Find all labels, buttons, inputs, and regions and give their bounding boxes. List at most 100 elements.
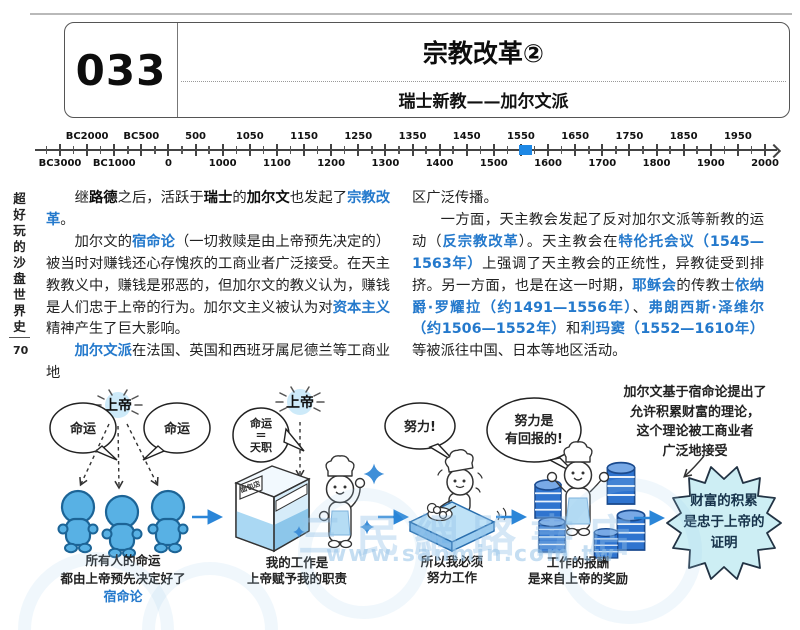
text-segment: 耶稣会 xyxy=(632,277,677,294)
timeline-tick xyxy=(140,144,143,156)
timeline-minor-tick xyxy=(262,146,265,154)
text-segment: （一切救赎是由上帝预先决定的）被当时对赚钱还心存愧疚的工商业者广泛接受。在天主教… xyxy=(46,233,391,316)
bakery-sign xyxy=(239,475,263,500)
top-rule xyxy=(30,13,792,15)
timeline-minor-tick xyxy=(506,146,509,154)
chapter-number: 033 xyxy=(65,23,178,117)
timeline-minor-tick xyxy=(588,146,590,154)
text-segment: 和 xyxy=(565,321,581,338)
comic-panel-hard-work: 努力! xyxy=(384,402,507,585)
article-left-column: 继路德之后，活跃于瑞士的加尔文也发起了宗教改革。 加尔文的宿命论（一切救赎是由上… xyxy=(46,188,390,385)
timeline-tick xyxy=(655,144,658,156)
coin-stack xyxy=(534,479,562,519)
text-segment: 的 xyxy=(232,190,247,206)
timeline-tick xyxy=(438,144,441,156)
bubble-text: 天职 xyxy=(250,441,272,454)
timeline-label: 1550 xyxy=(507,131,535,142)
timeline-tick xyxy=(167,144,170,156)
text-segment: 继 xyxy=(74,190,89,206)
timeline-minor-tick xyxy=(127,146,129,154)
timeline-tick xyxy=(303,144,306,156)
paragraph: 加尔文的宿命论（一切救赎是由上帝预先决定的）被当时对赚钱还心存愧疚的工商业者广泛… xyxy=(46,232,390,342)
timeline-tick xyxy=(492,144,495,156)
timeline-tick xyxy=(86,144,89,156)
timeline-tick xyxy=(357,144,360,156)
panel-caption: 都由上帝预先决定好了 xyxy=(59,571,185,586)
timeline-label: 1250 xyxy=(344,131,373,142)
comic-panel-reward: 努力是 有回报的! 工作的报酬 是来自上帝的奖励 xyxy=(486,397,646,586)
timeline-tick xyxy=(736,144,739,156)
timeline-label: BC500 xyxy=(123,131,160,142)
panel-caption: 所以我必须 xyxy=(421,554,484,569)
text-segment: 精神产生了巨大影响。 xyxy=(46,321,189,338)
timeline-minor-tick xyxy=(289,146,292,154)
text-segment: 特伦托会议（1545—1563年） xyxy=(412,233,765,272)
timeline-tick xyxy=(574,144,577,156)
timeline-label: 1150 xyxy=(290,131,318,142)
paragraph: 区广泛传播。 xyxy=(412,188,764,210)
chapter-title-block: 宗教改革② 瑞士新教——加尔文派 xyxy=(178,23,789,117)
bubble-text: 努力是 xyxy=(514,413,554,429)
comic-strip: 上帝 命运 命运 所有人的命运 都由上帝预先决定好了 宿命论 上帝 xyxy=(49,386,782,605)
article-right-column: 区广泛传播。 一方面，天主教会发起了反对加尔文派等新教的运动（反宗教改革）。天主… xyxy=(412,188,764,363)
person-figure xyxy=(101,494,143,559)
text-segment: 弗朗西斯·泽维尔（约1506—1552年） xyxy=(412,299,764,338)
paragraph: 加尔文派在法国、英国和西班牙属尼德兰等工商业地 xyxy=(46,341,390,385)
text-segment: 加尔文 xyxy=(246,190,290,206)
timeline-arrowhead-icon xyxy=(766,143,782,158)
timeline-label: 1750 xyxy=(615,131,644,142)
text-segment: 反宗教改革 xyxy=(442,233,519,250)
bubble-text: 命运 xyxy=(163,421,190,437)
timeline-label: BC2000 xyxy=(65,131,109,142)
timeline-minor-tick xyxy=(723,146,726,154)
timeline-axis xyxy=(35,149,777,151)
timeline-tick xyxy=(194,144,197,156)
comic-panel-proof: 财富的积累 是忠于上帝的 证明 xyxy=(666,455,782,580)
timeline-minor-tick xyxy=(452,146,454,154)
timeline-minor-tick xyxy=(45,146,48,154)
bubble-text: ＝ xyxy=(256,429,267,442)
text-segment: 等被派往中国、日本等地区活动。 xyxy=(412,343,627,360)
page-subtitle: 瑞士新教——加尔文派 xyxy=(398,92,569,112)
text-segment: 的传教士 xyxy=(676,277,736,294)
book-series-title: 超好玩的沙盘世界史 xyxy=(11,192,26,336)
person-figure xyxy=(57,489,99,554)
text-segment: 依纳爵·罗耀拉（约1491—1556年） xyxy=(412,277,765,316)
bubble-text: 命运 xyxy=(249,416,272,430)
bubble-tail xyxy=(94,445,118,461)
timeline-tick xyxy=(547,144,550,156)
coin-stack xyxy=(593,527,619,559)
annotation-line: 允许积累财富的理论， xyxy=(629,404,760,420)
timeline-label: 1950 xyxy=(723,131,752,142)
work-table xyxy=(408,501,496,553)
bubble-text: 努力! xyxy=(404,419,436,435)
person-figure xyxy=(147,489,189,554)
timeline-minor-tick xyxy=(533,146,536,154)
speech-bubble xyxy=(486,397,582,463)
timeline-minor-tick xyxy=(398,146,400,154)
timeline-minor-tick xyxy=(696,146,698,154)
baker-celebrating-figure xyxy=(546,441,610,537)
timeline-minor-tick xyxy=(181,146,183,154)
page-number: 70 xyxy=(13,344,29,357)
comic-annotation: 加尔文基于宿命论提出了 允许积累财富的理论， 这个理论被工商业者 广泛地接受 xyxy=(596,383,794,461)
annotation-arrow xyxy=(683,455,705,478)
timeline-tick xyxy=(59,144,61,156)
timeline-label: 1600 xyxy=(534,158,562,169)
timeline-label: 1850 xyxy=(669,131,698,142)
timeline-tick xyxy=(601,144,604,156)
timeline-minor-tick xyxy=(99,146,102,154)
timeline-minor-tick xyxy=(154,146,156,154)
timeline-label: 0 xyxy=(164,158,172,169)
timeline-label: BC3000 xyxy=(38,158,82,169)
bubble-tail xyxy=(142,445,166,461)
timeline-minor-tick xyxy=(479,146,482,154)
timeline-minor-tick xyxy=(560,146,563,154)
timeline-tick xyxy=(709,144,712,156)
timeline-minor-tick xyxy=(425,146,427,154)
bakery-building: 面包店 xyxy=(234,465,311,553)
chapter-header: 033 宗教改革② 瑞士新教——加尔文派 xyxy=(64,22,790,118)
timeline-label: 1500 xyxy=(479,158,508,169)
sparkle-icon xyxy=(363,463,385,485)
